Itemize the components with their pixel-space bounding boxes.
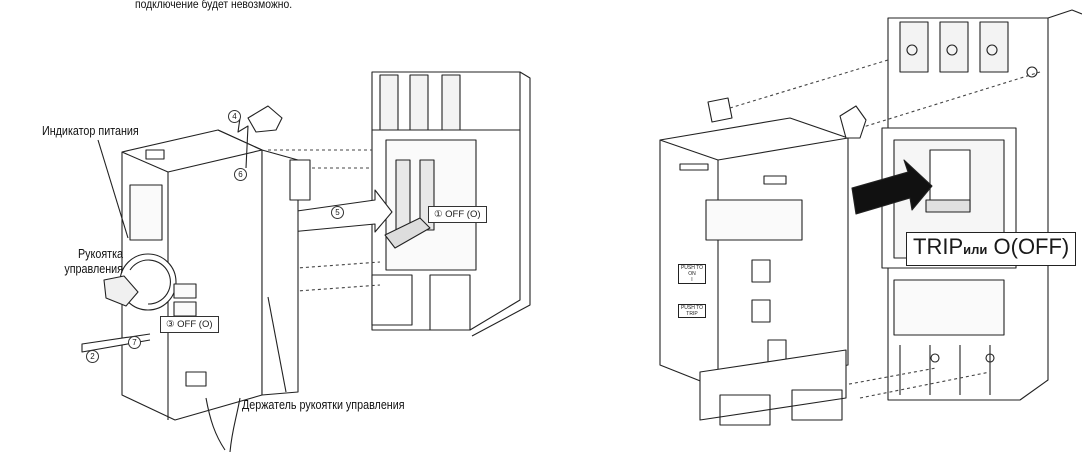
left-motor-unit: [103, 105, 311, 421]
push-on-text-1: PUSH TO: [680, 265, 704, 271]
top-note: подключение будет невозможно.: [135, 0, 293, 11]
left-breaker: [371, 71, 531, 337]
off-box-3: ③ OFF (O): [160, 316, 219, 333]
step-7-marker: 7: [128, 336, 141, 349]
arrow-up-4: [237, 117, 249, 169]
label-power-indicator: Индикатор питания: [42, 124, 139, 138]
label-handle-line2: управления: [64, 262, 123, 276]
push-trip-text-2: TRIP: [686, 311, 698, 317]
push-on-text-2: ON: [688, 271, 696, 277]
push-trip-button[interactable]: PUSH TO TRIP: [678, 304, 706, 318]
step-4-marker: 4: [228, 110, 241, 123]
step-2-marker: 2: [86, 350, 99, 363]
push-trip-text-1: PUSH TO: [680, 305, 704, 311]
note-off: O(OFF): [993, 234, 1070, 259]
trip-off-note: TRIPили O(OFF): [906, 232, 1077, 266]
arrow-bottom: [205, 397, 241, 452]
right-breaker: [881, 9, 1082, 401]
off-box-1: ① OFF (O): [428, 206, 487, 223]
step-5-marker: 5: [331, 206, 344, 219]
leader-holder: [267, 296, 287, 393]
right-motor-unit: [659, 97, 867, 426]
label-holder: Держатель рукоятки управления: [242, 398, 405, 412]
step-6-marker: 6: [234, 168, 247, 181]
leader-power: [97, 139, 129, 239]
push-on-button[interactable]: PUSH TO ON I: [678, 264, 706, 284]
note-or: или: [963, 242, 988, 257]
insert-arrow-right: [851, 159, 933, 215]
note-trip: TRIP: [913, 234, 964, 259]
push-on-text-3: I: [691, 277, 693, 283]
label-handle-line1: Рукоятка: [77, 247, 123, 261]
